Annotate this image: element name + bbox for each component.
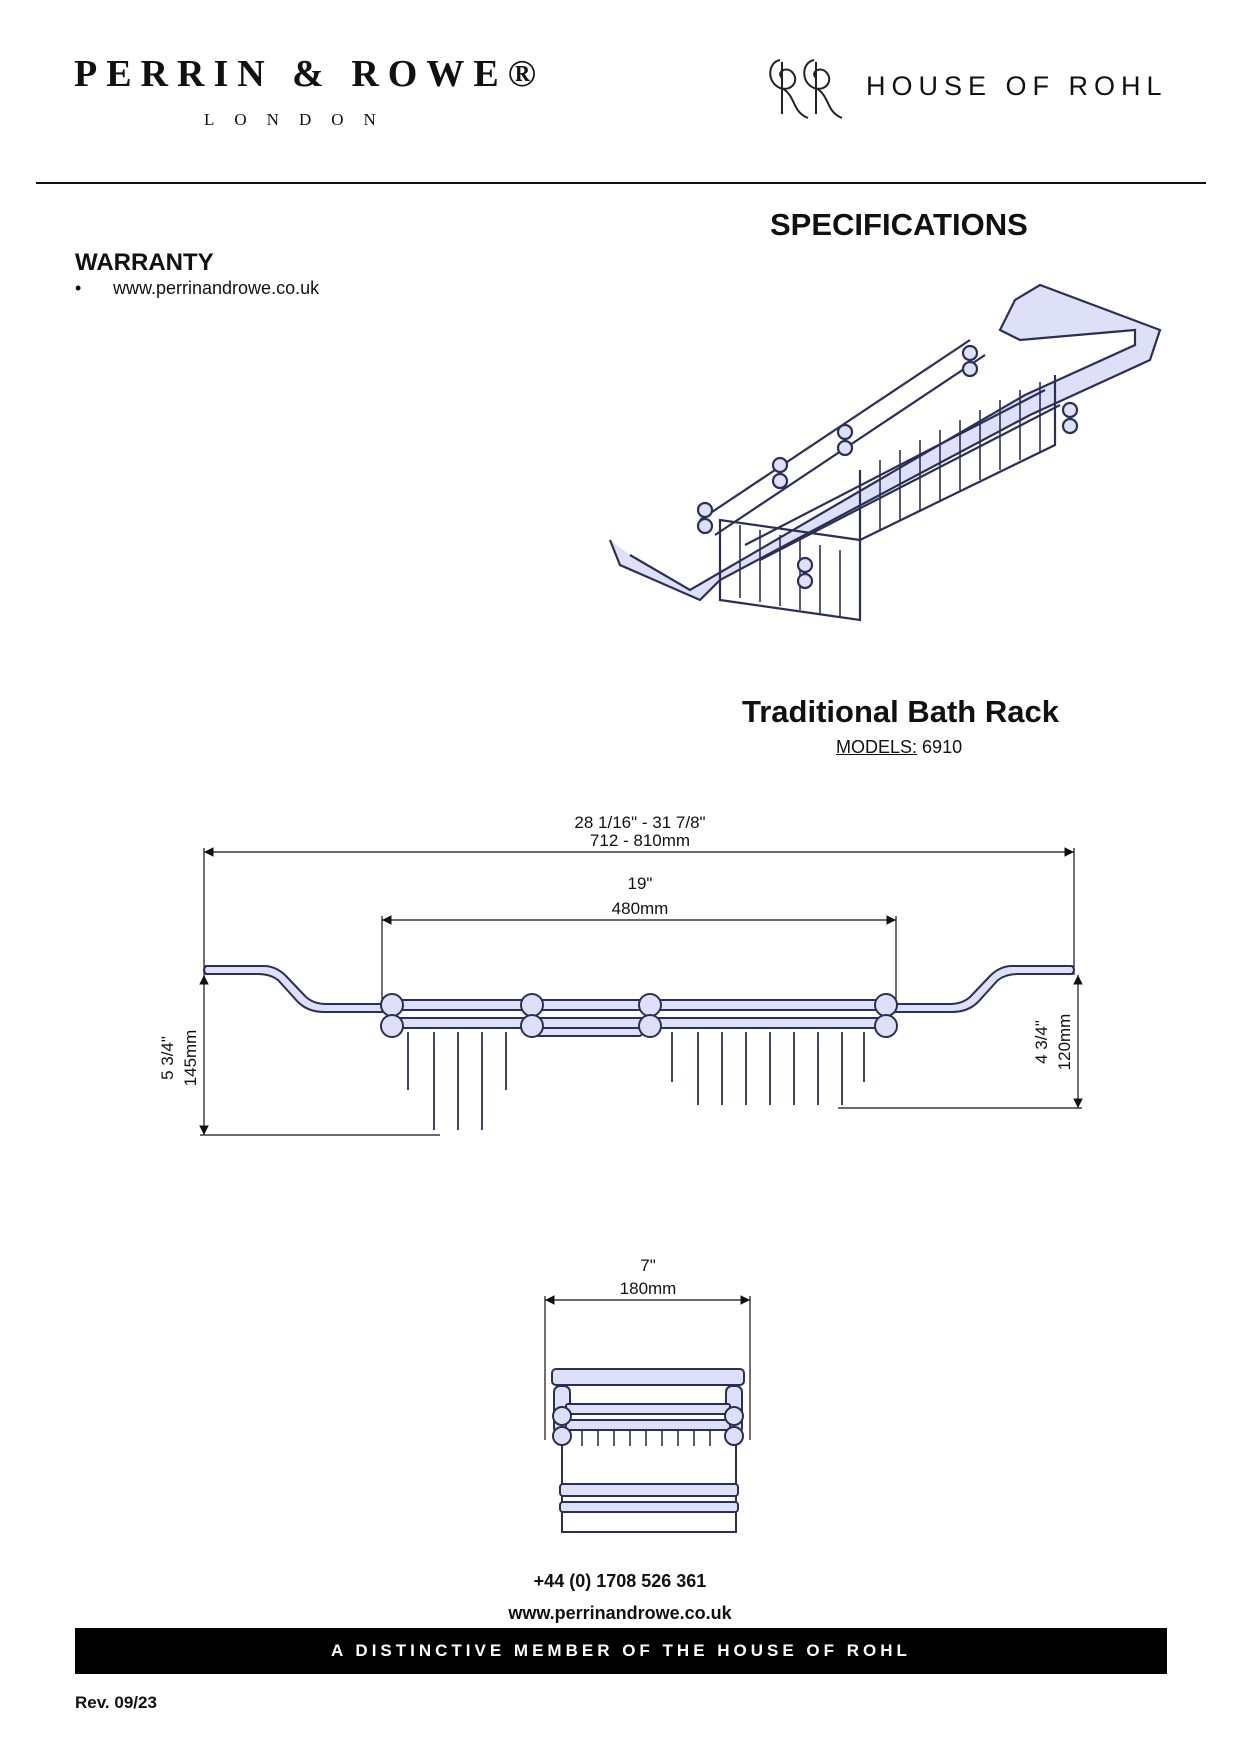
brand-logo-house-of-rohl: HOUSE OF ROHL bbox=[762, 52, 1182, 122]
brand-name: PERRIN & ROWE® bbox=[74, 53, 546, 95]
specifications-heading: SPECIFICATIONS bbox=[770, 207, 1028, 242]
side-view-dimensions bbox=[199, 847, 1083, 1136]
left-height-imperial: 5 3/4" bbox=[158, 1036, 177, 1080]
overall-length-imperial: 28 1/16" - 31 7/8" bbox=[574, 813, 705, 832]
footer-phone: +44 (0) 1708 526 361 bbox=[533, 1571, 707, 1591]
end-view-drawing bbox=[551, 1368, 745, 1533]
footer-tagline-bar: A DISTINCTIVE MEMBER OF THE HOUSE OF ROH… bbox=[75, 1628, 1167, 1674]
warranty-heading: WARRANTY bbox=[75, 249, 214, 276]
models-line: MODELS: 6910 bbox=[836, 737, 962, 758]
models-label: MODELS: bbox=[836, 737, 918, 757]
right-height-imperial: 4 3/4" bbox=[1032, 1020, 1051, 1064]
header-divider bbox=[36, 182, 1206, 184]
overall-length-metric: 712 - 810mm bbox=[590, 831, 690, 850]
left-height-metric: 145mm bbox=[181, 1030, 200, 1087]
basket-length-imperial: 19" bbox=[628, 874, 653, 893]
brand-name-rohl: HOUSE OF ROHL bbox=[866, 71, 1168, 101]
brand-subtitle: LONDON bbox=[204, 110, 396, 129]
models-value: 6910 bbox=[922, 737, 963, 757]
warranty-link-item[interactable]: • www.perrinandrowe.co.uk bbox=[75, 278, 319, 299]
side-view-drawing bbox=[203, 965, 1075, 1130]
bullet-icon: • bbox=[75, 278, 82, 298]
rohl-monogram-icon bbox=[769, 59, 843, 119]
footer-website-link[interactable]: www.perrinandrowe.co.uk bbox=[508, 1603, 732, 1623]
end-view-dimension bbox=[544, 1295, 751, 1440]
product-title: Traditional Bath Rack bbox=[742, 694, 1059, 729]
isometric-view-drawing bbox=[608, 283, 1162, 622]
warranty-link[interactable]: www.perrinandrowe.co.uk bbox=[113, 278, 320, 298]
revision-label: Rev. 09/23 bbox=[75, 1693, 157, 1712]
width-imperial: 7" bbox=[640, 1256, 656, 1275]
width-metric: 180mm bbox=[620, 1279, 677, 1298]
brand-logo-perrin-rowe: PERRIN & ROWE® LONDON bbox=[74, 52, 546, 130]
basket-length-metric: 480mm bbox=[612, 899, 669, 918]
right-height-metric: 120mm bbox=[1055, 1014, 1074, 1071]
